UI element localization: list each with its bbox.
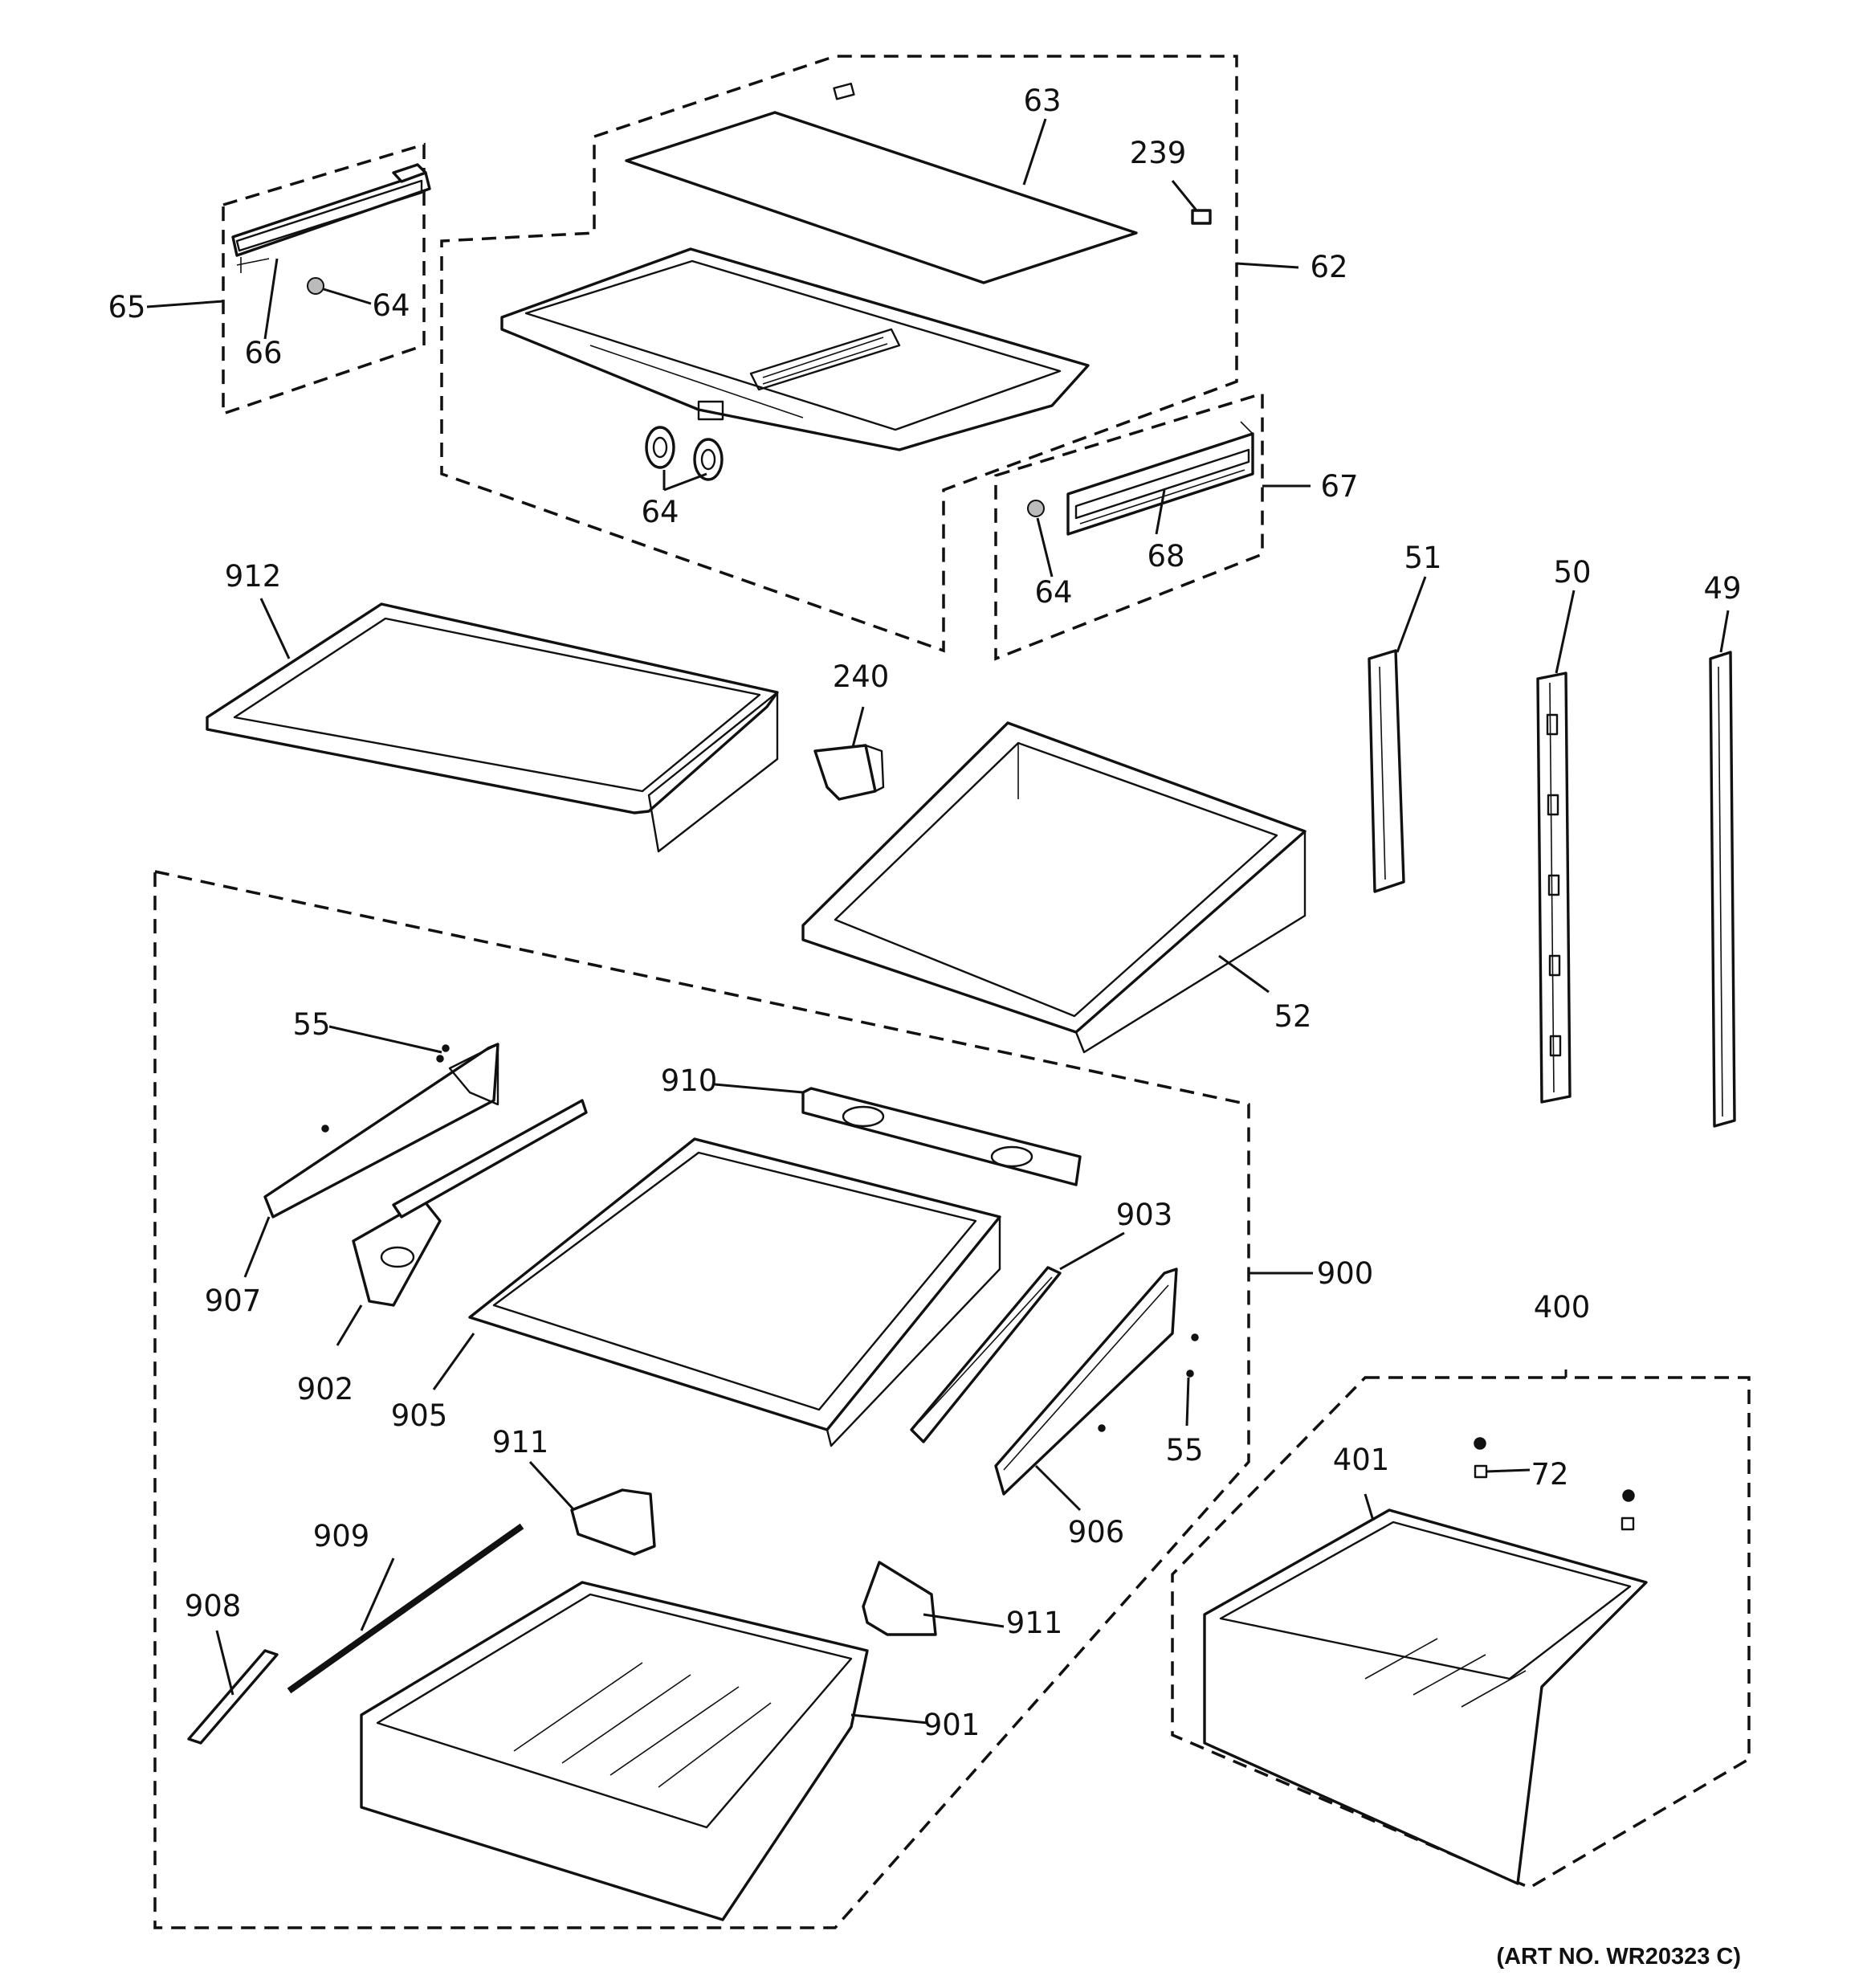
callout-901: 901 <box>923 1708 980 1742</box>
callout-907: 907 <box>205 1284 262 1318</box>
callout-239: 239 <box>1130 136 1187 170</box>
callout-910: 910 <box>661 1063 718 1098</box>
part-66-left-rail <box>231 163 431 273</box>
callout-908: 908 <box>185 1589 242 1623</box>
part-910-bar <box>801 1087 1082 1186</box>
part-64-right-grommet <box>1027 500 1045 517</box>
boundary-900 <box>153 870 1250 1929</box>
callout-240: 240 <box>833 659 890 694</box>
callout-912: 912 <box>225 559 282 594</box>
part-905-glass-shelf <box>468 1137 1001 1447</box>
art-number: (ART NO. WR20323 C) <box>1496 1944 1741 1970</box>
callout-900: 900 <box>1317 1256 1374 1291</box>
callout-52: 52 <box>1274 999 1311 1034</box>
callout-50: 50 <box>1553 555 1591 590</box>
boundary-62 <box>440 55 1238 653</box>
part-401-drawer <box>1203 1508 1648 1885</box>
callout-400: 400 <box>1534 1290 1591 1325</box>
part-62-cover-frame <box>500 247 1090 451</box>
callout-labels: 63 239 62 65 66 64 64 67 68 64 912 240 5… <box>108 84 1741 1970</box>
part-909-rod <box>287 1523 524 1694</box>
callout-909: 909 <box>313 1519 370 1553</box>
part-911-clips <box>570 1488 937 1636</box>
part-906-right-bracket <box>994 1268 1178 1496</box>
part-64-grommets <box>645 426 724 481</box>
callout-65: 65 <box>108 290 145 325</box>
callout-72: 72 <box>1531 1457 1568 1492</box>
part-903-bracket <box>910 1266 1062 1443</box>
callout-911-right: 911 <box>1006 1606 1063 1640</box>
callout-55-top: 55 <box>292 1007 330 1042</box>
part-68-right-rail <box>1066 421 1254 536</box>
part-51-rail <box>1368 649 1405 893</box>
callout-68: 68 <box>1147 539 1184 574</box>
callout-905: 905 <box>391 1398 448 1433</box>
assembly-boundaries <box>153 55 1751 1929</box>
boundary-400 <box>1171 1376 1751 1889</box>
part-902-handle <box>352 1099 588 1307</box>
callout-911-left: 911 <box>492 1425 549 1459</box>
leader-lines <box>146 118 1730 1725</box>
part-49-rail <box>1709 651 1736 1128</box>
part-64-left-grommet <box>307 277 324 295</box>
part-912-glass-shelf <box>206 602 779 853</box>
callout-902: 902 <box>297 1372 354 1406</box>
part-50-rail <box>1536 672 1572 1104</box>
part-52-crisper-frame <box>801 721 1307 1054</box>
callout-401: 401 <box>1333 1443 1390 1477</box>
callout-66: 66 <box>244 336 282 370</box>
callout-64-center: 64 <box>641 495 679 529</box>
callout-63: 63 <box>1023 84 1061 118</box>
part-63-glass-panel <box>625 82 1138 284</box>
part-907-left-bracket <box>263 1043 499 1219</box>
part-901-drawer <box>360 1581 869 1921</box>
callout-62: 62 <box>1310 250 1347 284</box>
callout-903: 903 <box>1116 1198 1173 1232</box>
callout-64-right: 64 <box>1034 575 1072 610</box>
callout-67: 67 <box>1320 469 1358 504</box>
boundary-67 <box>994 391 1264 661</box>
part-239-clip <box>1191 209 1212 225</box>
part-72-fasteners <box>1474 1437 1635 1531</box>
part-55-screws <box>321 1044 1199 1432</box>
part-240-bracket <box>813 744 885 801</box>
callout-49: 49 <box>1703 571 1741 606</box>
callout-55-bottom: 55 <box>1165 1433 1203 1468</box>
part-908-latch <box>187 1649 279 1745</box>
callout-51: 51 <box>1404 541 1441 575</box>
callout-906: 906 <box>1068 1515 1125 1549</box>
boundary-65 <box>222 142 426 416</box>
callout-64-left: 64 <box>372 288 410 323</box>
